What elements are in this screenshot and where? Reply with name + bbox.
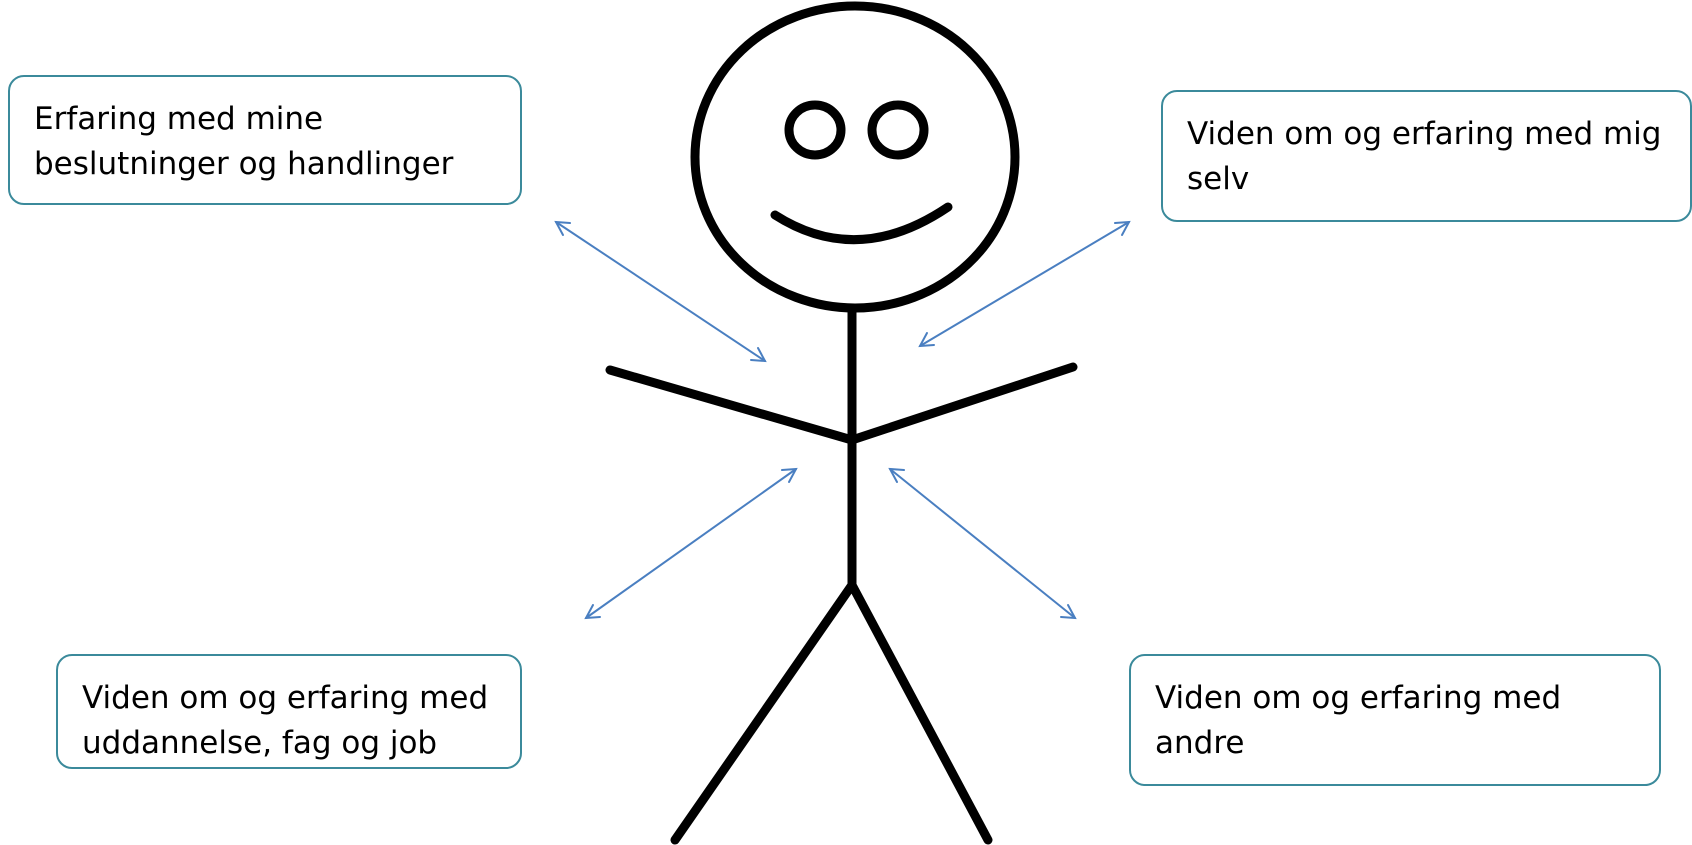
figure-right-eye	[867, 100, 929, 160]
figure-right-leg	[847, 580, 993, 845]
box-bottom-left: Viden om og erfaring med uddannelse, fag…	[56, 654, 522, 769]
arrow-top-right	[918, 220, 1131, 348]
figure-right-arm	[847, 362, 1078, 445]
figure-head	[690, 1, 1020, 313]
stick-figure	[605, 1, 1078, 845]
figure-left-arm	[605, 365, 857, 445]
figure-smile	[770, 202, 953, 244]
figure-left-eye	[784, 100, 846, 160]
arrow-bottom-left	[584, 467, 798, 620]
figure-left-leg	[670, 580, 857, 845]
arrow-bottom-right	[888, 467, 1077, 620]
arrow-top-left	[554, 220, 767, 363]
box-bottom-right: Viden om og erfaring med andre	[1129, 654, 1661, 786]
box-top-right: Viden om og erfaring med mig selv	[1161, 90, 1692, 222]
box-top-left: Erfaring med mine beslutninger og handli…	[8, 75, 522, 205]
arrows	[554, 220, 1131, 620]
